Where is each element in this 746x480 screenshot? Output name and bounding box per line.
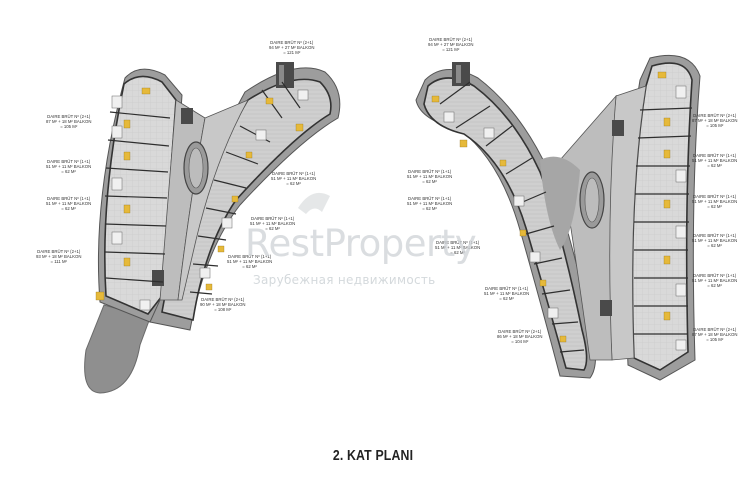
apartment-label: DAIRE BRÜT Nº (1+1)51 M² + 11 M² BALKON=… — [271, 171, 317, 187]
apartment-label: DAIRE BRÜT Nº (2+1)94 M² + 27 M² BALKON=… — [269, 40, 315, 56]
apartment-label: DAIRE BRÜT Nº (1+1)51 M² + 11 M² BALKON=… — [484, 286, 530, 302]
apartment-label: DAIRE BRÜT Nº (2+1)87 M² + 18 M² BALKON=… — [692, 327, 738, 343]
apartment-label: DAIRE BRÜT Nº (1+1)51 M² + 11 M² BALKON=… — [46, 159, 92, 175]
apartment-label: DAIRE BRÜT Nº (1+1)51 M² + 11 M² BALKON=… — [692, 194, 738, 210]
apartment-label: DAIRE BRÜT Nº (1+1)51 M² + 11 M² BALKON=… — [435, 240, 481, 256]
apartment-label: DAIRE BRÜT Nº (1+1)51 M² + 11 M² BALKON=… — [407, 169, 453, 185]
apartment-label: DAIRE BRÜT Nº (2+1)94 M² + 27 M² BALKON=… — [428, 37, 474, 53]
apartment-label: DAIRE BRÜT Nº (1+1)51 M² + 11 M² BALKON=… — [692, 153, 738, 169]
right-building — [415, 54, 701, 381]
apartment-label: DAIRE BRÜT Nº (2+1)93 M² + 18 M² BALKON=… — [36, 249, 82, 265]
apartment-label: DAIRE BRÜT Nº (2+1)87 M² + 18 M² BALKON=… — [692, 113, 738, 129]
apartment-label: DAIRE BRÜT Nº (2+1)87 M² + 18 M² BALKON=… — [46, 114, 92, 130]
apartment-label: DAIRE BRÜT Nº (1+1)51 M² + 11 M² BALKON=… — [692, 233, 738, 249]
watermark-tagline: Зарубежная недвижимость — [253, 273, 436, 287]
apartment-label: DAIRE BRÜT Nº (1+1)51 M² + 11 M² BALKON=… — [692, 273, 738, 289]
apartment-label: DAIRE BRÜT Nº (1+1)51 M² + 11 M² BALKON=… — [407, 196, 453, 212]
left-building — [84, 62, 341, 394]
apartment-label: DAIRE BRÜT Nº (2+1)86 M² + 18 M² BALKON=… — [497, 329, 543, 345]
apartment-label: DAIRE BRÜT Nº (1+1)51 M² + 11 M² BALKON=… — [250, 216, 296, 232]
watermark-brand: RestProperty — [245, 222, 477, 265]
apartment-label: DAIRE BRÜT Nº (1+1)51 M² + 11 M² BALKON=… — [46, 196, 92, 212]
apartment-label: DAIRE BRÜT Nº (1+1)51 M² + 11 M² BALKON=… — [227, 254, 273, 270]
apartment-label: DAIRE BRÜT Nº (2+1)90 M² + 18 M² BALKON=… — [200, 297, 246, 313]
watermark-logo-icon — [298, 192, 330, 214]
page-title: 2. KAT PLANI — [332, 447, 414, 464]
